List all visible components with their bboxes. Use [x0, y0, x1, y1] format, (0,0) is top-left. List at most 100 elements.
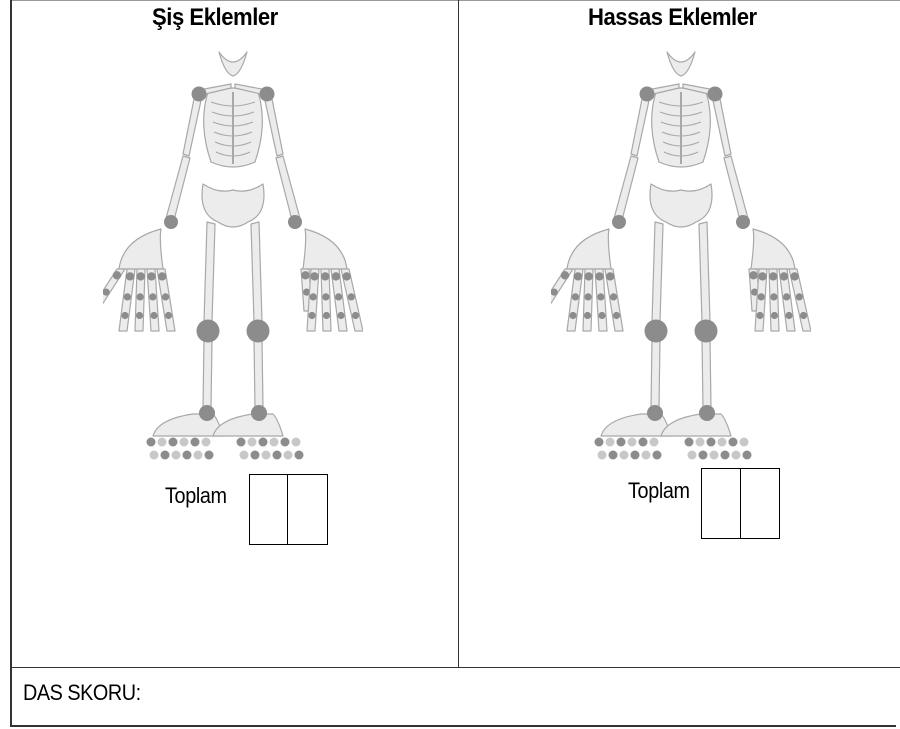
das-score-label: DAS SKORU: — [23, 680, 141, 706]
toe-joint — [609, 451, 618, 460]
foot-bones — [213, 414, 283, 436]
finger-joint — [321, 272, 329, 280]
toe-joint — [237, 438, 246, 447]
finger-joint — [595, 272, 603, 280]
finger-joint — [301, 271, 309, 279]
toe-joint — [631, 451, 640, 460]
toe-joint — [191, 438, 200, 447]
tender-joints-title: Hassas Eklemler — [588, 4, 757, 32]
pelvis — [202, 184, 264, 227]
toe-joint — [273, 451, 282, 460]
right-forearm — [276, 156, 301, 224]
finger-joint — [790, 272, 798, 280]
pelvis — [650, 184, 712, 227]
finger-joint — [332, 272, 340, 280]
finger-joint — [574, 272, 582, 280]
finger-joint — [137, 272, 145, 280]
finger-joint — [352, 312, 359, 319]
left-knee-joint — [197, 320, 220, 343]
left-tibia — [651, 340, 660, 408]
toe-joint — [202, 438, 211, 447]
finger-joint — [335, 293, 342, 300]
right-wrist-joint — [736, 215, 750, 229]
toe-joint — [710, 451, 719, 460]
toe-joint — [259, 438, 268, 447]
toe-joint — [172, 451, 181, 460]
palm-bones — [119, 229, 163, 269]
toe-joint — [620, 451, 629, 460]
finger-joint — [771, 312, 778, 319]
right-knee-joint — [247, 320, 270, 343]
left-wrist-joint — [164, 215, 178, 229]
toe-joint — [685, 438, 694, 447]
foot-bones — [661, 414, 731, 436]
finger-joint — [796, 293, 803, 300]
toe-joint — [721, 451, 730, 460]
finger-joint — [584, 312, 591, 319]
toe-joint — [639, 438, 648, 447]
finger-joint — [147, 272, 155, 280]
finger-joint — [598, 312, 605, 319]
left-knee-joint — [645, 320, 668, 343]
toe-joint — [617, 438, 626, 447]
skeleton-diagram-swollen — [103, 44, 363, 474]
toe-joint — [598, 451, 607, 460]
left-ankle-joint — [647, 405, 663, 421]
toe-joint — [161, 451, 170, 460]
finger-joint — [342, 272, 350, 280]
right-forearm — [724, 156, 749, 224]
finger-joint — [585, 293, 592, 300]
finger-joint — [121, 312, 128, 319]
finger-joint — [769, 272, 777, 280]
left-humerus — [183, 94, 202, 156]
right-hand — [749, 229, 811, 331]
right-humerus — [712, 94, 731, 156]
finger-joint — [585, 272, 593, 280]
palm-bones — [567, 229, 611, 269]
finger-joint — [348, 293, 355, 300]
toe-joint — [707, 438, 716, 447]
das-row-divider — [10, 667, 900, 668]
finger-joint — [597, 293, 604, 300]
left-shoulder-joint — [192, 87, 207, 102]
toe-joint — [284, 451, 293, 460]
toe-joint — [262, 451, 271, 460]
toe-joint — [642, 451, 651, 460]
right-tibia — [254, 340, 263, 408]
toe-joint — [650, 438, 659, 447]
finger-joint — [613, 312, 620, 319]
swollen-joints-title: Şiş Eklemler — [152, 4, 278, 32]
left-femur — [204, 222, 215, 322]
toe-joint — [240, 451, 249, 460]
right-hand — [301, 229, 363, 331]
skull — [667, 52, 695, 76]
finger-joint — [758, 293, 765, 300]
finger-joint — [572, 293, 579, 300]
right-shoulder-joint — [260, 87, 275, 102]
finger-joint — [800, 312, 807, 319]
toe-joint — [248, 438, 257, 447]
finger-joint — [323, 312, 330, 319]
toe-joint — [150, 451, 159, 460]
toe-joint — [718, 438, 727, 447]
left-hand — [103, 229, 175, 331]
toe-joint — [595, 438, 604, 447]
toe-joint — [292, 438, 301, 447]
left-femur — [652, 222, 663, 322]
toe-joint — [628, 438, 637, 447]
tender-total-box[interactable] — [701, 468, 780, 539]
finger-joint — [569, 312, 576, 319]
toe-joint — [740, 438, 749, 447]
finger-joint — [310, 293, 317, 300]
toe-joint — [194, 451, 203, 460]
right-femur — [699, 222, 710, 322]
finger-joint — [150, 312, 157, 319]
toe-joint — [270, 438, 279, 447]
finger-joint — [785, 312, 792, 319]
swollen-total-box[interactable] — [249, 474, 328, 545]
toe-joint — [688, 451, 697, 460]
toe-joint — [169, 438, 178, 447]
toe-joint — [743, 451, 752, 460]
finger-joint — [137, 293, 144, 300]
finger-joint — [606, 272, 614, 280]
